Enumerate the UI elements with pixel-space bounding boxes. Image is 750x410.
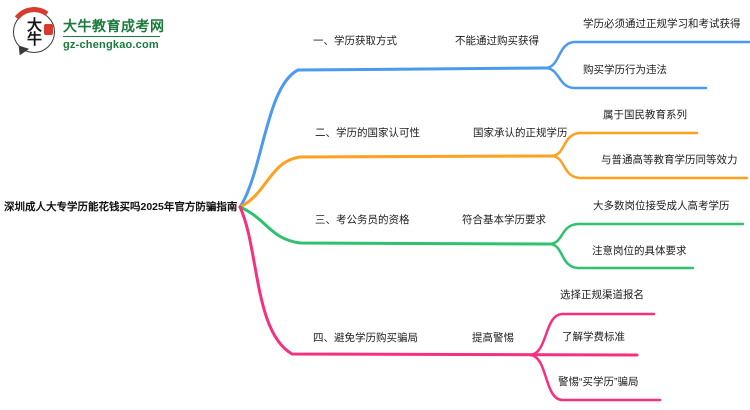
- branch-1-lines: [238, 40, 750, 209]
- logo-text-block: 大牛教育成考网 gz-chengkao.com: [63, 17, 213, 52]
- site-url: gz-chengkao.com: [63, 39, 159, 51]
- branch-4-value: 提高警惕: [472, 332, 514, 344]
- logo-bubble-tail: [15, 45, 30, 58]
- branch-4-lines: [238, 205, 662, 402]
- branch-3-value: 符合基本学历要求: [462, 214, 546, 226]
- branch-4-leaf-1: 选择正规渠道报名: [560, 289, 644, 301]
- mindmap-root-node: 深圳成人大专学历能花钱买吗2025年官方防骗指南: [4, 201, 238, 213]
- branch-4-leaf-2: 了解学费标准: [562, 331, 625, 343]
- logo-divider: [63, 36, 160, 37]
- branch-1-label: 一、学历获取方式: [313, 35, 397, 47]
- branch-1-leaf-1: 学历必须通过正规学习和考试获得: [583, 18, 741, 30]
- site-name: 大牛教育成考网: [63, 18, 165, 34]
- branch-2-value: 国家承认的正规学历: [473, 127, 568, 139]
- branch-3-leaf-1: 大多数岗位接受成人高考学历: [593, 200, 730, 212]
- site-logo: 大牛 大牛教育成考网 gz-chengkao.com: [6, 3, 233, 61]
- branch-1-value: 不能通过购买获得: [455, 35, 539, 47]
- branch-2-label: 二、学历的国家认可性: [315, 127, 420, 139]
- branch-2-leaf-1: 属于国民教育系列: [603, 109, 687, 121]
- branch-4-label: 四、避免学历购买骗局: [313, 332, 418, 344]
- logo-seal-icon: [44, 24, 53, 35]
- branch-2-lines: [238, 131, 749, 209]
- branch-3-leaf-2: 注意岗位的具体要求: [592, 245, 687, 257]
- branch-2-leaf-2: 与普通高等教育学历同等效力: [601, 154, 738, 166]
- logo-monogram: 大牛: [26, 18, 43, 48]
- branch-3-label: 三、考公务员的资格: [315, 214, 410, 226]
- logo-bubble-icon: 大牛: [6, 3, 62, 59]
- branch-3-lines: [238, 205, 745, 270]
- branch-1-leaf-2: 购买学历行为违法: [583, 64, 667, 76]
- branch-4-leaf-3: 警惕“买学历”骗局: [558, 376, 639, 388]
